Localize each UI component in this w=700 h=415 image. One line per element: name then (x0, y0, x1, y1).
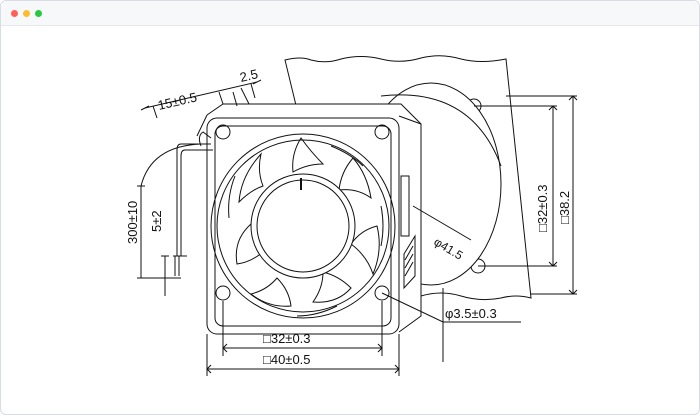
dim-text-hole-pitch-right: □32±0.3 (535, 184, 550, 232)
close-window-button[interactable] (11, 10, 18, 17)
dim-bottom-lines (206, 301, 400, 376)
dim-text-frame-size-bottom: □40±0.5 (263, 352, 311, 367)
dim-text-lead-length: 300±10 (125, 201, 140, 244)
fan-hub (250, 173, 356, 279)
title-bar (1, 1, 699, 26)
dim-text-hole-pitch-bottom: □32±0.3 (263, 331, 311, 346)
dim-hole-leader (381, 288, 521, 362)
maximize-window-button[interactable] (35, 10, 42, 17)
fan-dimension-drawing: 15±0.5 2.5 300±10 5±2 □32±0.3 □38.2 φ41.… (125, 55, 578, 376)
dim-text-strip-length: 5±2 (149, 210, 164, 232)
dim-right-lines (474, 95, 578, 295)
dim-hub-leader (412, 205, 472, 241)
dim-text-side-depth: 15±0.5 (156, 89, 198, 113)
dim-text-flange-size-right: □38.2 (557, 191, 572, 224)
drawing-canvas: 15±0.5 2.5 300±10 5±2 □32±0.3 □38.2 φ41.… (1, 26, 699, 414)
dim-text-offset: 2.5 (238, 66, 259, 85)
dim-depth-lines (140, 79, 262, 137)
dim-text-hole-diameter: φ3.5±0.3 (445, 306, 497, 321)
minimize-window-button[interactable] (23, 10, 30, 17)
dim-lead-lines (137, 143, 202, 296)
